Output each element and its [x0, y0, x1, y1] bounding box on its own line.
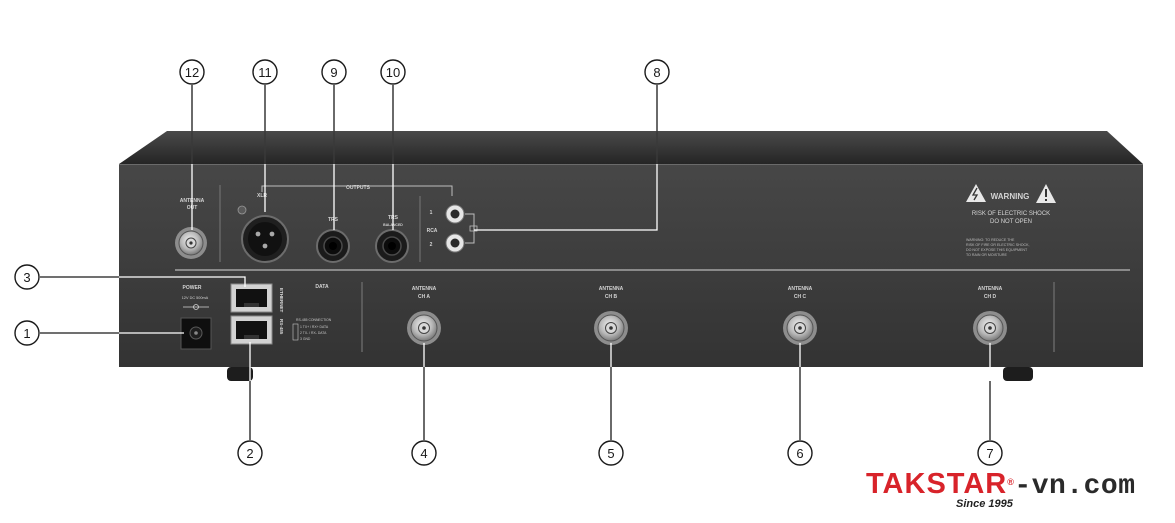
dc-power-jack: [180, 317, 212, 350]
callout-11: 11: [252, 59, 278, 85]
callout-6: 6: [787, 440, 813, 466]
warning-open-text: DO NOT OPEN: [990, 219, 1032, 225]
callout-10: 10: [380, 59, 406, 85]
warning-title: WARNING: [991, 192, 1030, 201]
takstar-vn-logo: TAKSTAR®-vn.com Since 1995: [866, 468, 1166, 518]
rca-output-jacks: [419, 196, 478, 262]
warning-risk-text: RISK OF ELECTRIC SHOCK: [972, 211, 1050, 217]
foot-right: [1003, 367, 1033, 381]
svg-text:9: 9: [330, 65, 337, 80]
antenna-a-sub: CH A: [418, 294, 430, 300]
warning-fine-print-2: RISK OF FIRE OR ELECTRIC SHOCK,: [966, 243, 1030, 247]
svg-text:1: 1: [23, 326, 30, 341]
power-spec: 12V DC 500mA: [182, 296, 209, 300]
antenna-b-sub: CH B: [605, 294, 618, 300]
antenna-d-label: ANTENNA: [978, 286, 1003, 292]
callout-7: 7: [977, 440, 1003, 466]
logo-domain: -vn.com: [1014, 471, 1136, 502]
antenna-ch-d-bnc: [973, 311, 1007, 345]
rca-1-label: 1: [430, 210, 433, 216]
warning-fine-print-3: DO NOT EXPOSE THIS EQUIPMENT: [966, 248, 1028, 252]
svg-text:3 GND: 3 GND: [300, 337, 311, 341]
svg-text:10: 10: [386, 65, 400, 80]
power-polarity-icon: [183, 304, 209, 310]
svg-text:1 TX+ / RX+ DATA: 1 TX+ / RX+ DATA: [300, 325, 329, 329]
ethernet-label: ETHERNET: [279, 288, 284, 313]
svg-text:6: 6: [796, 446, 803, 461]
antenna-out-bnc-connector: [175, 227, 207, 259]
callout-9: 9: [321, 59, 347, 85]
svg-text:12: 12: [185, 65, 199, 80]
trs-output-jack: [316, 229, 350, 263]
ethernet-port-upper: [230, 283, 273, 313]
callout-12: 12: [179, 59, 205, 85]
svg-text:8: 8: [653, 65, 660, 80]
ethernet-port-lower: [230, 315, 273, 345]
antenna-ch-a-bnc: [407, 311, 441, 345]
logo-since-text: Since 1995: [956, 498, 1013, 510]
rca-label: RCA: [427, 228, 438, 234]
xlr-label: XLR: [257, 193, 267, 199]
svg-text:5: 5: [607, 446, 614, 461]
antenna-ch-c-bnc: [783, 311, 817, 345]
warning-fine-print-1: WARNING: TO REDUCE THE: [966, 238, 1015, 242]
outputs-label: OUTPUTS: [346, 185, 371, 191]
svg-text:2: 2: [246, 446, 253, 461]
trs-label: TRS: [328, 217, 339, 223]
logo-brand: TAKSTAR: [866, 468, 1008, 500]
warning-block: WARNING RISK OF ELECTRIC SHOCK DO NOT OP…: [966, 184, 1056, 257]
antenna-c-label: ANTENNA: [788, 286, 813, 292]
callout-8: 8: [644, 59, 670, 85]
warning-shock-icon: [966, 184, 986, 202]
antenna-d-sub: CH D: [984, 294, 997, 300]
warning-fine-print-4: TO RAIN OR MOISTURE: [966, 253, 1007, 257]
callout-3: 3: [14, 264, 40, 290]
svg-text:RS-485 CONNECTION: RS-485 CONNECTION: [296, 318, 332, 322]
svg-text:3: 3: [23, 270, 30, 285]
svg-text:2 TX- / RX- DATA: 2 TX- / RX- DATA: [300, 331, 327, 335]
rs485-pinout-box: RS-485 CONNECTION 1 TX+ / RX+ DATA 2 TX-…: [292, 318, 332, 341]
antenna-c-sub: CH C: [794, 294, 807, 300]
callout-4: 4: [411, 440, 437, 466]
data-label: DATA: [315, 284, 329, 290]
svg-text:7: 7: [986, 446, 993, 461]
svg-text:11: 11: [258, 65, 272, 80]
foot-left: [227, 367, 253, 381]
svg-text:4: 4: [420, 446, 427, 461]
antenna-ch-b-bnc: [594, 311, 628, 345]
antenna-b-label: ANTENNA: [599, 286, 624, 292]
antenna-a-label: ANTENNA: [412, 286, 437, 292]
logo-registered-mark: ®: [1007, 477, 1015, 487]
rs485-label: RS-485: [279, 319, 284, 335]
power-label: POWER: [183, 285, 202, 291]
outputs-bracket: [261, 185, 453, 196]
callout-5: 5: [598, 440, 624, 466]
callout-1: 1: [14, 320, 40, 346]
chassis-top-surface: [119, 131, 1143, 164]
callout-2: 2: [237, 440, 263, 466]
logo-wordmark: TAKSTAR®-vn.com: [866, 468, 1136, 503]
rca-2-label: 2: [430, 242, 433, 248]
xlr-output-connector: [237, 205, 289, 263]
trs-balanced-output-jack: [375, 229, 409, 263]
